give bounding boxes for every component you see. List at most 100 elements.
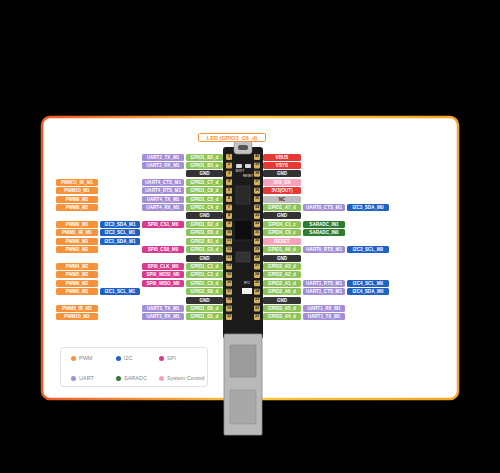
usb-c-connector xyxy=(234,141,252,154)
pin-function-tag: GPIO1_C6_d xyxy=(186,187,223,194)
pin-function-tag: GPIO1_C5_d xyxy=(186,196,223,203)
pin-function-tag: SPI0_CS0_M0 xyxy=(142,246,184,253)
pin-pad xyxy=(226,272,232,278)
pin-function-tag: GPIO1_C2_d xyxy=(186,271,223,278)
pin-function-tag: UART3_TX_M1 xyxy=(142,305,184,312)
pin-function-tag: GPIO2_A1_d xyxy=(263,280,301,287)
pin-function-tag: I2C3_SDA_M0 xyxy=(347,204,389,211)
pin-function-tag: GPIO2_A5_d xyxy=(263,305,301,312)
pin-function-tag: SARADC_IN0 xyxy=(303,229,345,236)
pin-function-tag: GPIO1_A7_d xyxy=(263,204,301,211)
pin-number: 9 xyxy=(228,222,230,226)
pin-function-text: GND xyxy=(199,212,209,219)
pin-function-text: UART1_RTS_M1 xyxy=(306,280,342,287)
pin-function-text: GND xyxy=(277,170,287,177)
pin-function-text: I2C3_SDA_M0 xyxy=(353,204,384,211)
pin-function-text: PWM5_M1 xyxy=(66,288,89,295)
pin-function-tag: GPIO1_D2_d xyxy=(186,221,223,228)
pin-function-text: GPIO1_C7_d xyxy=(191,179,219,186)
pin-number: 15 xyxy=(227,273,231,277)
pin-function-tag: UART3_RX_M1 xyxy=(142,313,184,320)
reset-button xyxy=(245,164,251,168)
pin-pad xyxy=(254,205,260,211)
legend-swatch xyxy=(159,376,164,381)
board-silkscreen: RTC xyxy=(244,282,250,285)
pin-function-tag: PWM6_M2 xyxy=(56,280,98,287)
pin-pad xyxy=(226,314,232,320)
pin-function-tag: GND xyxy=(263,255,301,262)
pin-number: 2 xyxy=(228,164,230,168)
pin-number: 29 xyxy=(255,248,259,252)
card-panel xyxy=(42,117,458,399)
pin-function-tag: GND xyxy=(263,212,301,219)
pin-number: 35 xyxy=(255,197,259,201)
pin-pad xyxy=(226,255,232,261)
pin-function-text: GPIO1_C1_d xyxy=(191,263,219,270)
pin-number: 16 xyxy=(227,281,231,285)
pin-function-text: GPIO1_C0_d xyxy=(191,246,219,253)
pin-function-tag: UART2_RX_M1 xyxy=(142,162,184,169)
pin-function-text: NC xyxy=(279,196,286,203)
pin-function-text: UART4_TX_M1 xyxy=(147,196,180,203)
pin-function-text: UART3_TX_M1 xyxy=(147,305,180,312)
pin-number: 10 xyxy=(227,231,231,235)
pin-number: 23 xyxy=(255,298,259,302)
pin-pad xyxy=(254,196,260,202)
pin-function-tag: SPI0_MISO_M0 xyxy=(142,280,184,287)
pin-pad xyxy=(254,238,260,244)
pin-function-tag: NC xyxy=(263,196,301,203)
pin-function-text: GPIO1_D0_d xyxy=(191,305,219,312)
pin-function-text: GND xyxy=(199,255,209,262)
pin-function-tag: I2C3_SCL_M1 xyxy=(100,229,140,236)
pin-function-text: GND xyxy=(277,212,287,219)
pin-pad xyxy=(254,230,260,236)
pin-function-tag: GPIO1_B3_u xyxy=(186,162,223,169)
pin-function-text: GPIO4_C1_z xyxy=(268,221,295,228)
pin-number: 33 xyxy=(255,214,259,218)
pin-pad xyxy=(254,247,260,253)
legend-text: I2C xyxy=(124,355,133,361)
pin-function-text: VBUS xyxy=(276,154,289,161)
pin-function-tag: I2C3_SCL_M0 xyxy=(347,246,389,253)
pin-function-text: I2C3_SDA_M1 xyxy=(105,221,136,228)
pin-function-text: SPI0_CS1_M0 xyxy=(148,221,178,228)
pin-function-text: GPIO1_C2_d xyxy=(191,271,219,278)
pin-pads xyxy=(226,154,260,320)
pin-pad xyxy=(226,162,232,168)
pin-function-tag: UART1_RX_M1 xyxy=(303,305,345,312)
pin-function-tag: GPIO2_B0_d xyxy=(186,288,223,295)
pin-number: 27 xyxy=(255,265,259,269)
pin-number: 20 xyxy=(227,315,231,319)
pin-function-tag: GND xyxy=(186,170,223,177)
pin-function-text: GPIO1_A6_d xyxy=(268,246,296,253)
pin-function-text: I2C3_SCL_M1 xyxy=(105,229,135,236)
pin-number: 19 xyxy=(227,307,231,311)
pin-function-text: PWM6_M1 xyxy=(66,238,89,245)
pin-number: 5 xyxy=(228,189,230,193)
pin-function-text: GPIO1_C6_d xyxy=(191,187,219,194)
pin-function-tag: VBUS xyxy=(263,154,301,161)
pin-function-text: GPIO1_A7_d xyxy=(268,204,296,211)
pin-function-tag: GND xyxy=(186,212,223,219)
pin-function-text: PWM6_M2 xyxy=(66,280,89,287)
pin-function-tag: I2C4_SDA_M0 xyxy=(347,288,389,295)
pin-number: 11 xyxy=(227,239,231,243)
pin-pad xyxy=(226,179,232,185)
pin-function-tag: PWM0_M1 xyxy=(56,221,98,228)
pin-function-tag: PWM5_M2 xyxy=(56,271,98,278)
board-silkscreen: BOOT xyxy=(236,170,245,173)
pin-function-tag: PWM8_M1 xyxy=(56,204,98,211)
pin-function-tag: PWM10_M1 xyxy=(56,187,98,194)
pin-function-text: GPIO1_C5_d xyxy=(191,196,219,203)
pin-pad xyxy=(254,272,260,278)
pin-function-tag: UART1_TX_M1 xyxy=(303,313,345,320)
pin-function-text: UART0_CTS_M1 xyxy=(306,204,342,211)
board-pcb xyxy=(223,147,263,339)
pin-function-text: GND xyxy=(199,170,209,177)
pin-pad xyxy=(226,230,232,236)
pin-function-tag: 3V3_EN xyxy=(263,179,301,186)
pin-function-tag: RESET xyxy=(263,238,301,245)
pin-pad xyxy=(254,314,260,320)
pin-pad xyxy=(254,213,260,219)
